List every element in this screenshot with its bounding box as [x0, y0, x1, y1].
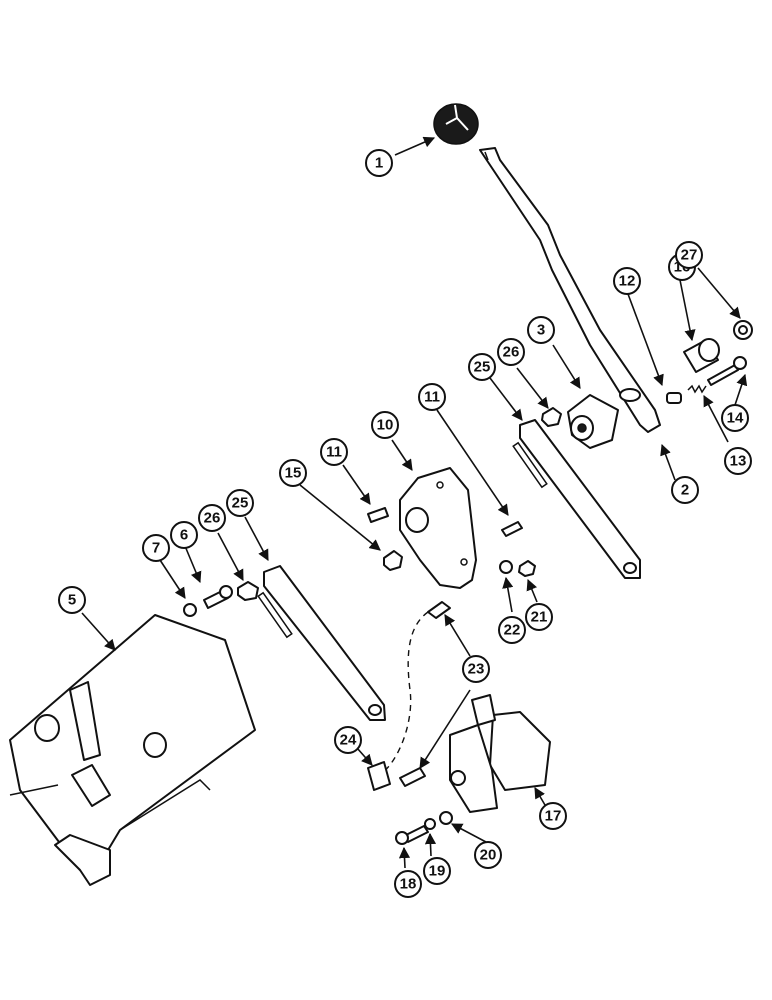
- callout-7: 7: [142, 534, 170, 562]
- leader-lines: [81, 136, 748, 869]
- solenoid-part: [449, 694, 551, 813]
- callout-25-lower: 25: [226, 489, 254, 517]
- pin-11-left-part: [367, 507, 389, 523]
- callout-14: 14: [721, 404, 749, 432]
- slotted-link-lower-part: [257, 565, 386, 721]
- washer-19-part: [424, 818, 436, 830]
- pivot-bushing-part: [567, 394, 619, 449]
- callout-label: 6: [180, 527, 188, 544]
- cam-plate-part: [399, 467, 477, 589]
- slotted-link-upper-part: [512, 419, 641, 579]
- callout-label: 13: [730, 453, 747, 470]
- base-bracket-part: [9, 614, 256, 886]
- linkage-path: [379, 611, 429, 776]
- callout-20: 20: [474, 841, 502, 869]
- nut-26-upper-part: [541, 407, 562, 427]
- callout-label: 1: [375, 155, 383, 172]
- pin-11-right-part: [501, 521, 523, 537]
- callout-23-upper: 23: [462, 655, 490, 683]
- callout-26-lower: 26: [198, 504, 226, 532]
- bolt-6-part: [203, 585, 233, 609]
- callout-18: 18: [394, 870, 422, 898]
- callout-label: 20: [480, 847, 497, 864]
- lever-part: [479, 147, 661, 433]
- callout-label: 10: [377, 417, 394, 434]
- washer-7-part: [183, 603, 197, 617]
- callout-6: 6: [170, 521, 198, 549]
- callout-label: 18: [400, 876, 417, 893]
- callout-label: 19: [429, 863, 446, 880]
- callout-label: 25: [232, 495, 249, 512]
- callout-10: 10: [371, 411, 399, 439]
- callout-13: 13: [724, 447, 752, 475]
- rod-end-24-part: [367, 761, 391, 791]
- callout-27: 27: [675, 241, 703, 269]
- callout-17: 17: [539, 802, 567, 830]
- callout-label: 11: [326, 444, 342, 461]
- callout-label: 11: [424, 389, 440, 406]
- sleeve-part: [683, 338, 720, 373]
- washer-20-part: [439, 811, 453, 825]
- knob-part: [433, 103, 479, 145]
- callout-label: 2: [681, 482, 689, 499]
- callout-11-right: 11: [418, 383, 446, 411]
- callout-label: 3: [537, 322, 545, 339]
- set-screw-part: [666, 392, 682, 404]
- callout-25-upper: 25: [468, 353, 496, 381]
- callout-label: 22: [504, 622, 521, 639]
- nut-15-part: [383, 550, 403, 571]
- ball-joint-lower-part: [399, 767, 426, 787]
- callout-15: 15: [279, 459, 307, 487]
- ball-joint-upper-part: [427, 601, 451, 619]
- callout-label: 21: [531, 609, 548, 626]
- callout-21: 21: [525, 603, 553, 631]
- callout-2: 2: [671, 476, 699, 504]
- washer-27-part: [733, 320, 753, 340]
- washer-22-part: [499, 560, 513, 574]
- callout-label: 27: [681, 247, 698, 264]
- callout-label: 24: [340, 732, 357, 749]
- callout-5: 5: [58, 586, 86, 614]
- callout-label: 12: [619, 273, 636, 290]
- callout-label: 23: [468, 661, 485, 678]
- callout-label: 14: [727, 410, 744, 427]
- nut-21-part: [518, 560, 536, 577]
- callout-label: 26: [503, 344, 520, 361]
- bolt-14-part: [707, 356, 747, 386]
- callout-24: 24: [334, 726, 362, 754]
- nut-26-lower-part: [237, 581, 259, 601]
- callout-26-upper: 26: [497, 338, 525, 366]
- callout-label: 15: [285, 465, 302, 482]
- callout-3: 3: [527, 316, 555, 344]
- callout-19: 19: [423, 857, 451, 885]
- callout-label: 17: [545, 808, 562, 825]
- callout-label: 5: [68, 592, 76, 609]
- callout-label: 26: [204, 510, 221, 527]
- callout-label: 7: [152, 540, 160, 557]
- screw-18-part: [395, 825, 429, 845]
- callout-1: 1: [365, 149, 393, 177]
- callout-11-left: 11: [320, 438, 348, 466]
- callout-12: 12: [613, 267, 641, 295]
- callout-label: 25: [474, 359, 491, 376]
- callout-22: 22: [498, 616, 526, 644]
- spring-part: [687, 384, 707, 394]
